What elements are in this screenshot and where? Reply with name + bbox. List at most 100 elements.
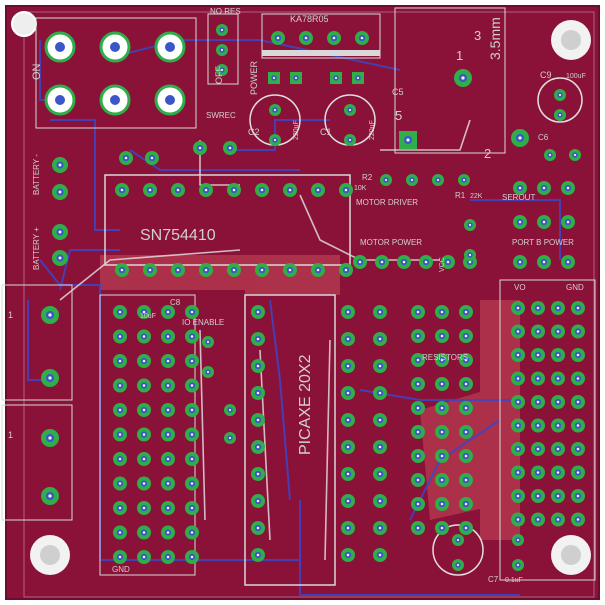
pad (161, 378, 175, 393)
pad (554, 89, 566, 101)
pad (115, 183, 129, 197)
pad (551, 465, 565, 480)
pad (511, 418, 525, 433)
pad (339, 263, 353, 277)
pad (459, 521, 473, 535)
pad (512, 559, 524, 571)
label-io-enable: IO ENABLE (182, 318, 224, 327)
pad (255, 263, 269, 277)
pad (561, 255, 575, 269)
pad-grid (41, 24, 585, 571)
pad (199, 263, 213, 277)
pad (251, 494, 265, 508)
pad (52, 184, 68, 200)
pad (561, 181, 575, 195)
label-cap-100: 100uF (566, 73, 586, 80)
pad (268, 72, 280, 84)
pad (373, 440, 387, 454)
sn754410-chip (104, 174, 351, 266)
pad (511, 324, 525, 339)
label-resistors: RESISTORS (422, 353, 468, 362)
pad (373, 332, 387, 346)
pad (341, 305, 355, 319)
pad (511, 348, 525, 362)
pad (411, 401, 425, 415)
pad (251, 440, 265, 454)
pad (352, 72, 364, 84)
pad (283, 183, 297, 197)
pad (435, 329, 449, 343)
label-connector-1a: 1 (8, 310, 13, 320)
pad (531, 395, 545, 409)
pad (531, 301, 545, 315)
pad (411, 521, 425, 535)
label-cap-01: 0.1uF (505, 577, 523, 584)
pad (513, 215, 527, 229)
label-pin-1: 1 (456, 48, 463, 63)
regulator-footprint (261, 13, 381, 59)
label-sn754410: SN754410 (140, 227, 216, 244)
label-motor-power: MOTOR POWER (360, 238, 422, 247)
mount-hole-top-right (551, 20, 591, 60)
pad (531, 371, 545, 386)
pad (511, 371, 525, 386)
top-header (207, 13, 239, 85)
pad (311, 263, 325, 277)
label-r2: R2 (362, 173, 373, 182)
side-connectors (1, 284, 73, 521)
pad (419, 255, 433, 269)
pad (511, 301, 525, 315)
pad (143, 263, 157, 277)
pad (531, 348, 545, 362)
pad (290, 72, 302, 84)
pad (459, 353, 473, 367)
pad (251, 386, 265, 400)
pad (339, 183, 353, 197)
pad (137, 550, 151, 564)
pad (227, 183, 241, 197)
pad (137, 329, 151, 344)
pad (161, 476, 175, 491)
pad (216, 44, 228, 56)
pad (411, 449, 425, 463)
pad (375, 255, 389, 269)
pad (171, 183, 185, 197)
pad (113, 501, 127, 515)
label-cap-220a: 220uF (293, 120, 300, 140)
pad (137, 476, 151, 491)
picaxe-chip (244, 294, 336, 586)
pad (113, 476, 127, 491)
pad (161, 305, 175, 319)
pad (373, 413, 387, 427)
pad (435, 401, 449, 415)
pad (137, 525, 151, 540)
pad (223, 141, 237, 155)
label-c9: C9 (540, 70, 552, 80)
pad (113, 378, 127, 393)
pad (52, 250, 68, 266)
pad (193, 141, 207, 155)
pad (435, 305, 449, 319)
pad (185, 476, 199, 491)
power-switch (35, 17, 197, 129)
pad (185, 501, 199, 515)
pad (531, 512, 545, 527)
pad (551, 442, 565, 456)
pad (251, 305, 265, 319)
pad (185, 452, 199, 466)
pad (452, 534, 464, 546)
pad (513, 181, 527, 195)
pad (569, 149, 581, 161)
label-gnd-bottom: GND (112, 565, 130, 574)
pad (161, 427, 175, 442)
pad (571, 371, 585, 386)
top-traces (59, 119, 471, 561)
label-power-top: POWER (249, 60, 259, 95)
mount-hole-bottom-right (551, 535, 591, 575)
label-swrec: SWREC (206, 111, 236, 120)
label-no-res: NO RES (210, 7, 241, 16)
pad (531, 418, 545, 433)
pad (269, 134, 281, 146)
pad (435, 377, 449, 391)
pad (341, 548, 355, 562)
